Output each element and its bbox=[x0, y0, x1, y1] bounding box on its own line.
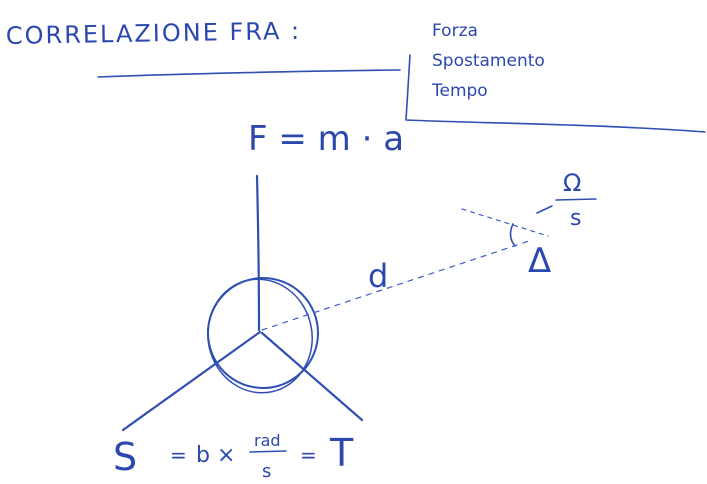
time-axis bbox=[260, 331, 364, 422]
bracket-connector-right bbox=[405, 54, 706, 133]
distance-label: d bbox=[368, 257, 388, 295]
omega-denominator: s bbox=[570, 206, 581, 231]
bottom-equals-2: = bbox=[300, 443, 317, 467]
bottom-symbol-t: T bbox=[329, 431, 354, 475]
term-time: Tempo bbox=[431, 81, 488, 101]
bottom-fraction-bar bbox=[249, 450, 287, 453]
term-displacement: Spostamento bbox=[432, 51, 545, 71]
title: CORRELAZIONE FRA : bbox=[6, 17, 302, 50]
title-underline-left bbox=[97, 69, 401, 78]
distance-line bbox=[261, 239, 533, 331]
term-force: Forza bbox=[432, 21, 478, 41]
angle-arc bbox=[509, 223, 516, 247]
omega-fraction-bar bbox=[555, 198, 597, 201]
delta-symbol: Δ bbox=[528, 241, 551, 281]
bottom-equals-1: = bbox=[170, 443, 187, 467]
bottom-fraction-numerator: rad bbox=[254, 431, 281, 450]
fraction-slant-stroke bbox=[536, 205, 553, 214]
angle-reference-line bbox=[461, 208, 549, 237]
bottom-fraction-denominator: s bbox=[262, 461, 271, 482]
force-axis bbox=[255, 174, 261, 332]
force-formula: F = m · a bbox=[248, 119, 404, 159]
displacement-axis bbox=[121, 330, 262, 432]
origin-circle-overstroke bbox=[207, 278, 313, 394]
omega-numerator: Ω bbox=[563, 169, 581, 197]
bottom-coefficient: b × bbox=[196, 443, 235, 468]
bottom-symbol-s: S bbox=[113, 435, 137, 479]
